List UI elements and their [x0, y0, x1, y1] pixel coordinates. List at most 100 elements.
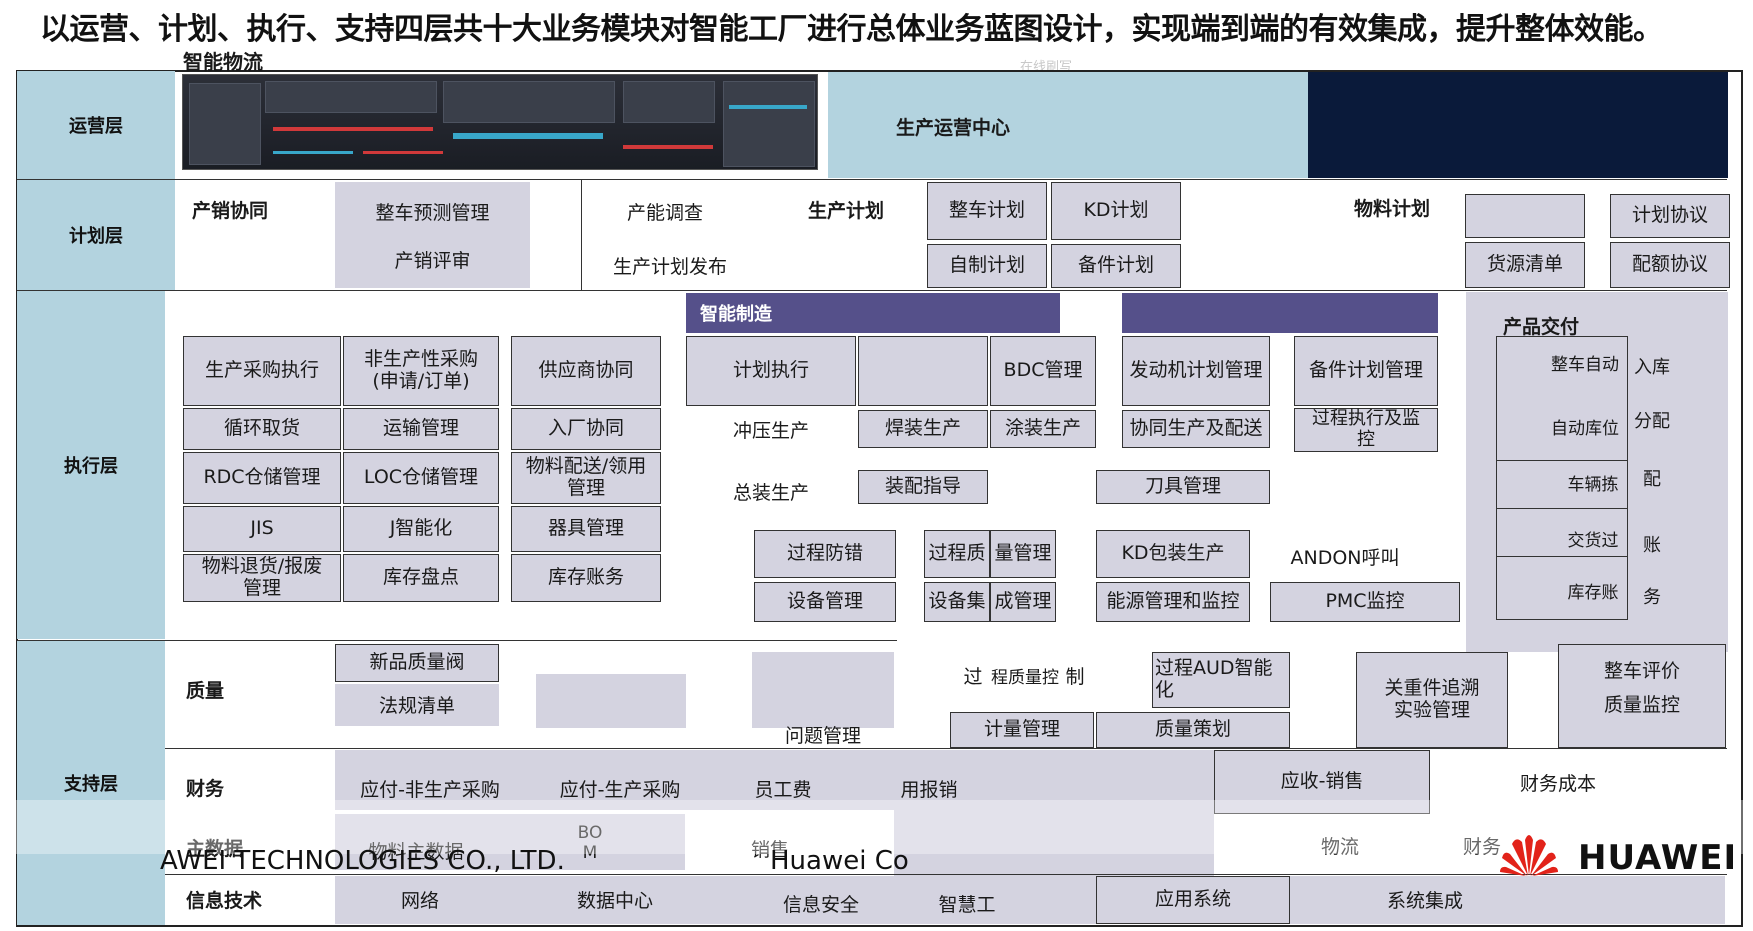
j-smart[interactable]: J智能化 [343, 506, 499, 552]
production-center-panel [828, 72, 1308, 178]
vehicle-forecast[interactable]: 整车预测管理 [375, 201, 490, 224]
process-quality-a[interactable]: 过程质 [924, 530, 990, 578]
regulation-list[interactable]: 法规清单 [378, 694, 455, 717]
data-center[interactable]: 数据中心 [576, 889, 653, 912]
vehicle-auto-in-b[interactable]: 入库 [1634, 357, 1670, 378]
source-list[interactable]: 货源清单 [1465, 242, 1585, 288]
sales-data[interactable]: 销售 [750, 838, 789, 861]
network[interactable]: 网络 [400, 889, 439, 912]
app-systems[interactable]: 应用系统 [1096, 876, 1290, 924]
finance-cost[interactable]: 财务成本 [1519, 772, 1596, 795]
jis[interactable]: JIS [183, 506, 341, 552]
stamping-prod[interactable]: 冲压生产 [732, 419, 809, 442]
ar-sales[interactable]: 应收-销售 [1214, 750, 1430, 814]
system-integration[interactable]: 系统集成 [1386, 889, 1463, 912]
welding-prod[interactable]: 焊装生产 [858, 410, 988, 448]
loc-warehouse[interactable]: LOC仓储管理 [343, 452, 499, 504]
delivery-post-b[interactable]: 账 [1643, 535, 1661, 556]
milk-run[interactable]: 循环取货 [183, 408, 341, 450]
quality-blank-b [752, 652, 894, 728]
container-mgmt[interactable]: 器具管理 [511, 506, 661, 552]
vehicle-pick-a[interactable]: 车辆拣 [1567, 474, 1619, 495]
equipment-mgmt[interactable]: 设备管理 [754, 582, 896, 622]
master-band [335, 814, 685, 870]
painting-prod[interactable]: 涂装生产 [990, 410, 1096, 448]
equip-integration-b[interactable]: 成管理 [990, 582, 1056, 622]
plan-execution[interactable]: 计划执行 [686, 336, 856, 406]
mistake-proofing[interactable]: 过程防错 [754, 530, 896, 578]
spare-plan-mgmt[interactable]: 备件计划管理 [1294, 336, 1438, 406]
expense-claim-label: 用报销 [900, 778, 958, 801]
proc-quality-ctrl-c[interactable]: 制 [1065, 665, 1085, 688]
quality-header: 质量 [186, 680, 225, 702]
plan-publish[interactable]: 生产计划发布 [612, 255, 727, 278]
plan-agreement[interactable]: 计划协议 [1610, 194, 1730, 238]
vehicle-plan[interactable]: 整车计划 [927, 182, 1047, 240]
tool-mgmt[interactable]: 刀具管理 [1096, 470, 1270, 504]
material-return[interactable]: 物料退货/报废 管理 [183, 554, 341, 602]
capacity-survey[interactable]: 产能调查 [626, 201, 703, 224]
process-aud[interactable]: 过程AUD智能 化 [1152, 652, 1290, 708]
non-prod-purchase[interactable]: 非生产性采购 (申请/订单) [343, 336, 499, 406]
kd-plan[interactable]: KD计划 [1051, 182, 1181, 240]
proc-quality-ctrl-b[interactable]: 程质量控 [991, 667, 1059, 688]
ap-non-production[interactable]: 应付-非生产采购 [360, 778, 500, 801]
sales-review[interactable]: 产销评审 [394, 249, 471, 272]
finance-header: 财务 [186, 778, 225, 800]
prod-purchase-exec[interactable]: 生产采购执行 [183, 336, 341, 406]
stocktaking[interactable]: 库存盘点 [343, 554, 499, 602]
material-plan-blank-box [1465, 194, 1585, 238]
material-delivery[interactable]: 物料配送/领用 管理 [511, 452, 661, 504]
delivery-post-a[interactable]: 交货过 [1567, 530, 1619, 551]
smart-work[interactable]: 智慧工 [938, 893, 996, 916]
footer-company: AWEI TECHNOLOGIES CO., LTD. [160, 846, 565, 876]
spare-parts-plan[interactable]: 备件计划 [1051, 244, 1181, 288]
equip-integration-a[interactable]: 设备集 [924, 582, 990, 622]
kd-packaging[interactable]: KD包装生产 [1096, 530, 1250, 578]
auto-slot-a[interactable]: 自动库位 [1551, 418, 1619, 439]
layer-label-support: 支持层 [17, 641, 165, 925]
pmc-monitor[interactable]: PMC监控 [1270, 582, 1460, 622]
material-master[interactable]: 物料主数据 [368, 840, 464, 863]
engine-plan-mgmt[interactable]: 发动机计划管理 [1122, 336, 1270, 406]
transport-mgmt[interactable]: 运输管理 [343, 408, 499, 450]
quality-planning[interactable]: 质量策划 [1096, 712, 1290, 748]
new-product-quality[interactable]: 新品质量阀 [335, 644, 499, 682]
dark-screen-panel [1308, 72, 1728, 178]
smart-mfg-header-right [1122, 293, 1438, 333]
self-made-plan[interactable]: 自制计划 [927, 244, 1047, 288]
bom-b[interactable]: M [582, 843, 598, 863]
info-security[interactable]: 信息安全 [782, 893, 859, 916]
proc-quality-ctrl-a[interactable]: 过 [963, 665, 983, 688]
huawei-petal-logo [1498, 830, 1560, 878]
inventory-acct-b[interactable]: 务 [1643, 587, 1661, 608]
inventory-acct-a[interactable]: 库存账 [1567, 582, 1619, 603]
metering-mgmt[interactable]: 计量管理 [950, 712, 1094, 748]
employee-expense[interactable]: 员工费 [754, 778, 812, 801]
key-parts-trace[interactable]: 关重件追溯 实验管理 [1356, 652, 1508, 748]
inventory-accounting[interactable]: 库存账务 [511, 554, 661, 602]
logistics-data[interactable]: 物流 [1320, 835, 1359, 858]
supplier-coord[interactable]: 供应商协同 [511, 336, 661, 406]
process-exec-monitor[interactable]: 过程执行及监 控 [1294, 408, 1438, 452]
rdc-warehouse[interactable]: RDC仓储管理 [183, 452, 341, 504]
auto-slot-b[interactable]: 分配 [1634, 411, 1670, 432]
layer-label-ops: 运营层 [17, 71, 175, 179]
process-quality-b[interactable]: 量管理 [990, 530, 1056, 578]
finance-data[interactable]: 财务 [1462, 835, 1501, 858]
bdc-mgmt[interactable]: BDC管理 [990, 336, 1096, 406]
vehicle-auto-in-a[interactable]: 整车自动 [1551, 354, 1619, 375]
vehicle-eval[interactable]: 整车评价 [1603, 659, 1680, 682]
andon-call[interactable]: ANDON呼叫 [1290, 546, 1400, 569]
inbound-coord[interactable]: 入厂协同 [511, 408, 661, 450]
co-production[interactable]: 协同生产及配送 [1122, 410, 1270, 448]
energy-monitor[interactable]: 能源管理和监控 [1096, 582, 1250, 622]
quality-monitor[interactable]: 质量监控 [1603, 693, 1680, 716]
quota-agreement[interactable]: 配额协议 [1610, 242, 1730, 288]
problem-mgmt[interactable]: 问题管理 [784, 724, 861, 747]
bom-a[interactable]: BO [577, 823, 603, 843]
vehicle-pick-b[interactable]: 配 [1643, 469, 1661, 490]
final-assembly[interactable]: 总装生产 [732, 481, 809, 504]
ap-production[interactable]: 应付-生产采购 [559, 778, 681, 801]
assembly-guide[interactable]: 装配指导 [858, 470, 988, 504]
